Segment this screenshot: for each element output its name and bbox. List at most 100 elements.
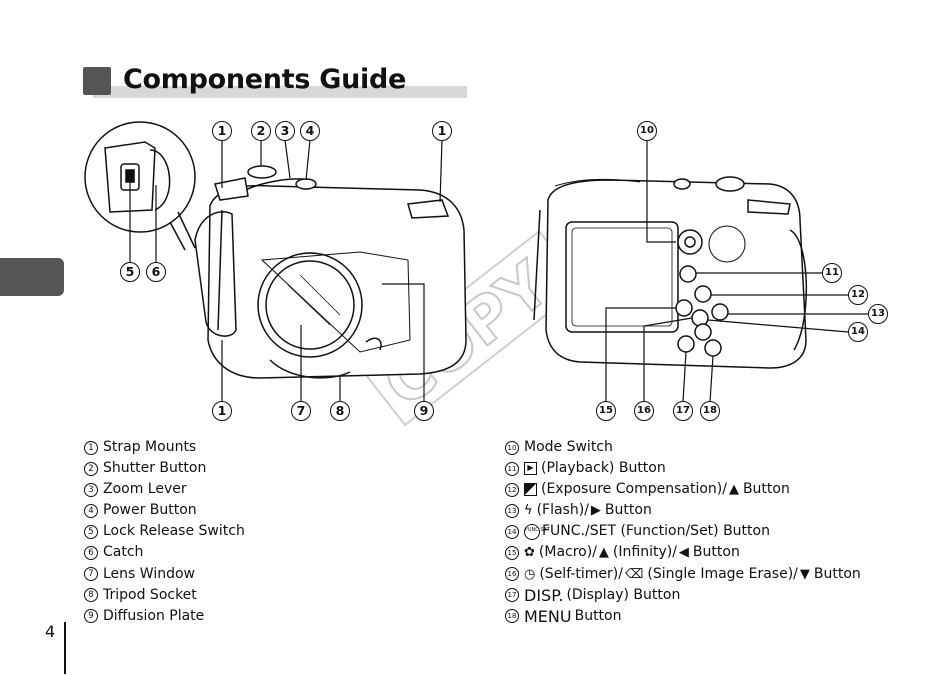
right-arrow-icon: ▶ (590, 503, 601, 519)
erase-icon: ⌫ (624, 566, 644, 582)
legend-label: Power Button (103, 502, 197, 519)
callout-power-button: 4 (300, 121, 320, 141)
callout-playback-button: 11 (822, 263, 842, 283)
legend-number: 6 (84, 546, 98, 561)
leader-lines (129, 139, 868, 403)
legend-label: Lens Window (103, 565, 195, 582)
legend-right: 10 Mode Switch 11 ▶ (Playback) Button 12(Ex… (505, 437, 861, 627)
legend-number: 2 (84, 461, 98, 476)
playback-icon: ▶ (524, 462, 537, 476)
callout-lens-window: 7 (291, 401, 311, 421)
func-set-icon: FUNC SET (524, 523, 550, 540)
section-header: Components Guide (83, 64, 467, 100)
legend-item: 4 Power Button (84, 500, 245, 521)
legend-number: 7 (84, 567, 98, 582)
left-arrow-icon: ◀ (678, 545, 689, 561)
callout-tripod-socket: 8 (330, 401, 350, 421)
front-housing (84, 121, 467, 379)
legend-mid: (Single Image Erase)/ (647, 565, 798, 582)
legend-label: (Macro)/ (538, 544, 597, 561)
legend-label: Button (574, 607, 622, 624)
page-rule-divider (64, 622, 66, 674)
legend-item: 7 Lens Window (84, 564, 245, 585)
legend-item: 11 ▶ (Playback) Button (505, 458, 861, 479)
flash-icon: ϟ (524, 503, 533, 519)
legend-number: 9 (84, 609, 98, 624)
legend-item: 9 Diffusion Plate (84, 606, 245, 627)
legend-item: 17 DISP.(Display) Button (505, 585, 861, 606)
title-square-icon (83, 67, 111, 95)
down-arrow-icon: ▼ (799, 566, 810, 582)
legend-label: (Self-timer)/ (539, 565, 623, 582)
callout-shutter-button: 2 (251, 121, 271, 141)
legend-number: 4 (84, 503, 98, 518)
infinity-icon: ▲ (598, 545, 609, 561)
chapter-tab (0, 258, 64, 296)
legend-number: 17 (505, 588, 519, 603)
back-housing (533, 176, 807, 369)
callout-diffusion-plate: 9 (414, 401, 434, 421)
up-arrow-icon: ▲ (728, 482, 739, 498)
callout-strap-mount-bottom: 1 (212, 401, 232, 421)
callout-strap-mount-left: 1 (212, 121, 232, 141)
legend-item: 13 ϟ(Flash)/▶Button (505, 500, 861, 521)
legend-item: 6 Catch (84, 542, 245, 563)
legend-mid: (Infinity)/ (612, 544, 677, 561)
legend-suffix: Button (742, 481, 790, 498)
legend-label: Tripod Socket (103, 586, 197, 603)
legend-number: 11 (505, 461, 519, 476)
legend-label: Catch (103, 544, 144, 561)
legend-item: 15 ✿(Macro)/▲(Infinity)/◀Button (505, 542, 861, 563)
legend-suffix: Button (604, 502, 652, 519)
legend-number: 3 (84, 482, 98, 497)
legend-number: 18 (505, 609, 519, 624)
legend-item: 16◷(Self-timer)/⌫(Single Image Erase)/▼B… (505, 564, 861, 585)
legend-number: 8 (84, 588, 98, 603)
legend-label: Strap Mounts (103, 439, 197, 455)
legend-number: 15 (505, 546, 519, 561)
legend-label: Diffusion Plate (103, 607, 205, 624)
legend-label: Mode Switch (524, 439, 613, 455)
callout-macro-button: 15 (596, 401, 616, 421)
legend-number: 14 (505, 524, 519, 539)
legend-item: 10 Mode Switch (505, 437, 861, 458)
callout-lock-release-switch: 5 (120, 262, 140, 282)
disp-icon: DISP. (524, 585, 564, 605)
legend-item: 1 Strap Mounts (84, 437, 245, 458)
page-title: Components Guide (123, 64, 406, 95)
callout-zoom-lever: 3 (275, 121, 295, 141)
legend-number: 12 (505, 482, 519, 497)
legend-number: 10 (505, 440, 519, 455)
legend-item: 8 Tripod Socket (84, 585, 245, 606)
callout-self-timer-button: 16 (634, 401, 654, 421)
callout-func-set-button: 14 (848, 322, 868, 342)
callout-disp-button: 17 (673, 401, 693, 421)
callout-flash-button: 13 (868, 304, 888, 324)
title-underline-bar (93, 86, 467, 98)
legend-label: (Flash)/ (536, 502, 589, 519)
macro-icon: ✿ (524, 545, 535, 561)
legend-number: 1 (84, 440, 98, 455)
callout-catch: 6 (146, 262, 166, 282)
legend-item: 3 Zoom Lever (84, 479, 245, 500)
legend-label: FUNC./SET (Function/Set) Button (542, 523, 770, 540)
callout-strap-mount-right: 1 (432, 121, 452, 141)
callout-exposure-button: 12 (848, 285, 868, 305)
menu-icon: MENU (524, 606, 572, 626)
legend-label: (Display) Button (566, 586, 681, 603)
exposure-icon (524, 483, 537, 497)
legend-item: 12(Exposure Compensation)/▲Button (505, 479, 861, 500)
self-timer-icon: ◷ (524, 566, 536, 582)
legend-label: Lock Release Switch (103, 523, 245, 540)
legend-label: (Playback) Button (541, 460, 666, 477)
legend-number: 13 (505, 503, 519, 518)
legend-number: 16 (505, 567, 519, 582)
legend-label: Zoom Lever (103, 481, 187, 498)
legend-suffix: Button (692, 544, 740, 561)
